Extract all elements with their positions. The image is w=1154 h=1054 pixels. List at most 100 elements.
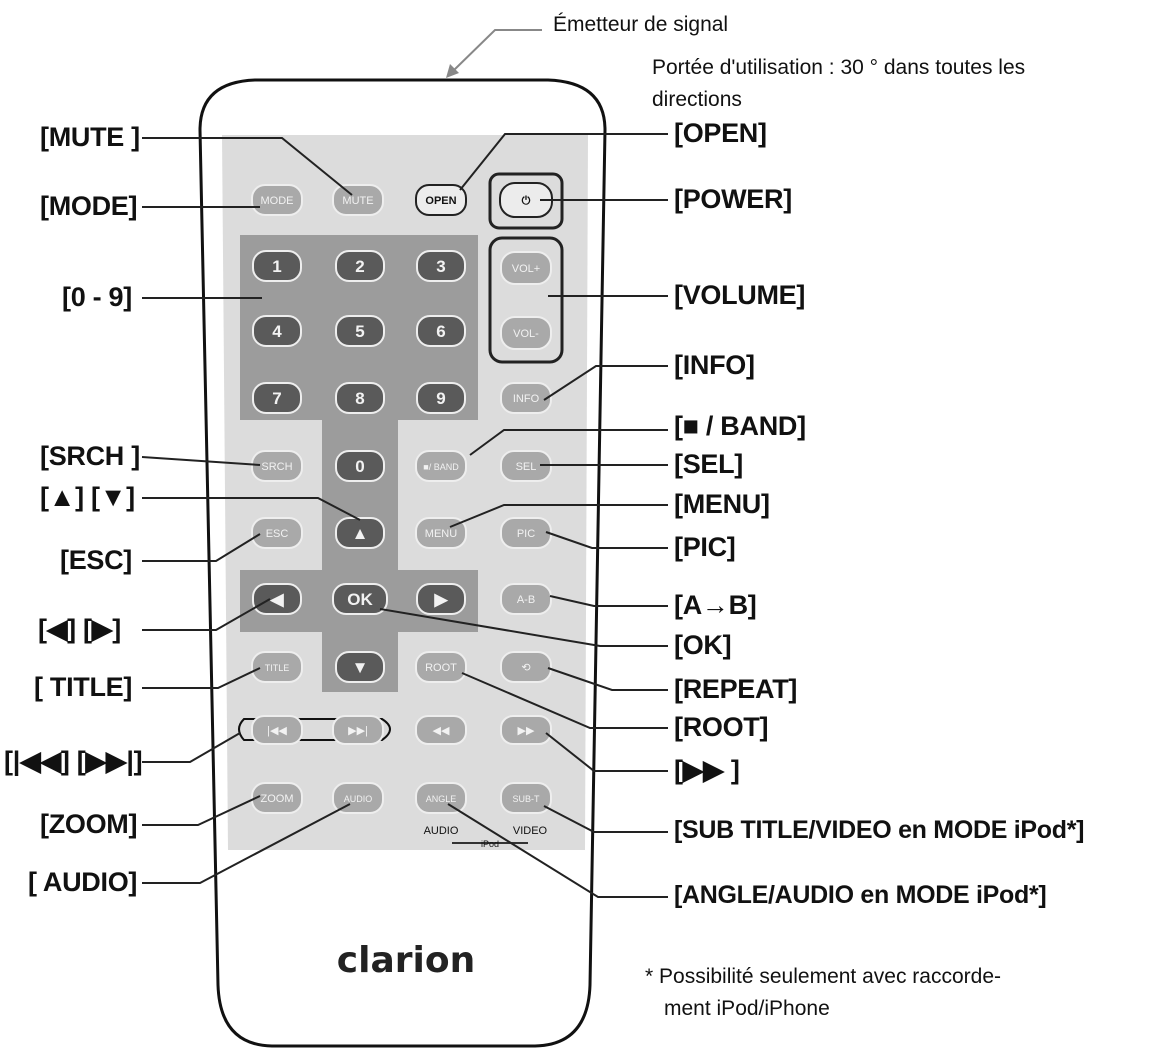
- button-zoom-label: ZOOM: [261, 793, 294, 805]
- label-angle-audio: [ANGLE/AUDIO en MODE iPod*]: [674, 881, 1047, 909]
- button-menu-label: MENU: [425, 528, 457, 540]
- button-zoom[interactable]: ZOOM: [251, 782, 303, 814]
- button-title-label: TITLE: [265, 663, 290, 673]
- button-up[interactable]: ▲: [335, 517, 385, 549]
- label-esc: [ESC]: [60, 545, 132, 575]
- button-srch-label: SRCH: [261, 461, 292, 473]
- button-d4-label: 4: [272, 322, 282, 341]
- range-note-line2: directions: [652, 88, 742, 111]
- label-ff: [▶▶ ]: [674, 755, 740, 785]
- button-d3-label: 3: [436, 257, 445, 276]
- label-up-down: [▲] [▼]: [40, 482, 135, 512]
- button-esc[interactable]: ESC: [251, 517, 303, 549]
- label-mute: [MUTE ]: [40, 122, 140, 152]
- button-down[interactable]: ▼: [335, 651, 385, 683]
- button-info[interactable]: INFO: [500, 382, 552, 414]
- button-band-label: ■/ BAND: [423, 462, 459, 472]
- button-mute-label: MUTE: [342, 195, 373, 207]
- button-angle[interactable]: ANGLE: [415, 782, 467, 814]
- button-repeat-label: ⟲: [521, 662, 530, 674]
- button-ff-label: ▶▶: [518, 725, 535, 737]
- button-next-label: ▶▶|: [348, 725, 368, 737]
- button-d5-label: 5: [355, 322, 364, 341]
- button-open-label: OPEN: [425, 195, 456, 207]
- button-mute[interactable]: MUTE: [332, 184, 384, 216]
- button-vol-up[interactable]: VOL+: [500, 251, 552, 285]
- button-prev-label: |◀◀: [267, 725, 287, 737]
- label-stop-band: [■ / BAND]: [674, 411, 806, 441]
- label-subtitle-video: [SUB TITLE/VIDEO en MODE iPod*]: [674, 816, 1085, 844]
- button-audio-label: AUDIO: [344, 794, 373, 804]
- label-mode: [MODE]: [40, 191, 138, 221]
- label-pic: [PIC]: [674, 532, 736, 562]
- leader-lines: [141, 133, 668, 898]
- button-subt[interactable]: SUB-T: [500, 782, 552, 814]
- emitter-note: Émetteur de signal: [553, 13, 729, 36]
- button-subt-label: SUB-T: [513, 794, 541, 804]
- button-mode[interactable]: MODE: [251, 184, 303, 216]
- label-ok: [OK]: [674, 630, 732, 660]
- button-next[interactable]: ▶▶|: [332, 715, 384, 745]
- button-d3[interactable]: 3: [416, 250, 466, 282]
- button-d4[interactable]: 4: [252, 315, 302, 347]
- button-up-label: ▲: [352, 524, 369, 543]
- button-d6-label: 6: [436, 322, 445, 341]
- button-pic[interactable]: PIC: [500, 517, 552, 549]
- button-band[interactable]: ■/ BAND: [415, 450, 467, 482]
- label-srch: [SRCH ]: [40, 441, 140, 471]
- button-root-label: ROOT: [425, 662, 457, 674]
- label-open: [OPEN]: [674, 118, 767, 148]
- button-d7-label: 7: [272, 389, 281, 408]
- button-d8[interactable]: 8: [335, 382, 385, 414]
- label-title: [ TITLE]: [34, 672, 133, 702]
- button-d6[interactable]: 6: [416, 315, 466, 347]
- label-digits: [0 - 9]: [62, 282, 132, 312]
- digit-pad-area: [240, 235, 478, 498]
- button-d2[interactable]: 2: [335, 250, 385, 282]
- button-vol-up-label: VOL+: [512, 263, 540, 275]
- button-d9[interactable]: 9: [416, 382, 466, 414]
- label-zoom: [ZOOM]: [40, 809, 138, 839]
- button-sel[interactable]: SEL: [500, 450, 552, 482]
- button-rew-label: ◀◀: [433, 725, 450, 737]
- button-srch[interactable]: SRCH: [251, 450, 303, 482]
- footnote-line2: ment iPod/iPhone: [664, 997, 830, 1020]
- button-ok[interactable]: OK: [332, 583, 388, 615]
- button-down-label: ▼: [352, 658, 369, 677]
- label-sel: [SEL]: [674, 449, 743, 479]
- button-ff[interactable]: ▶▶: [500, 715, 552, 745]
- button-ab[interactable]: A-B: [500, 583, 552, 615]
- button-d0[interactable]: 0: [335, 450, 385, 482]
- range-note-line1: Portée d'utilisation : 30 ° dans toutes …: [652, 56, 1026, 79]
- button-d1[interactable]: 1: [252, 250, 302, 282]
- footnote-line1: * Possibilité seulement avec raccorde-: [645, 965, 1001, 988]
- button-power-label: ⏻: [522, 194, 531, 207]
- button-mode-label: MODE: [261, 195, 294, 207]
- button-left-label: ◀: [269, 590, 284, 609]
- button-rew[interactable]: ◀◀: [415, 715, 467, 745]
- button-left[interactable]: ◀: [252, 583, 302, 615]
- button-right-label: ▶: [433, 590, 448, 609]
- button-vol-down-label: VOL-: [513, 328, 539, 340]
- ipod-audio-label: AUDIO: [424, 825, 459, 837]
- button-info-label: INFO: [513, 393, 540, 405]
- button-title[interactable]: TITLE: [251, 651, 303, 683]
- button-repeat[interactable]: ⟲: [500, 651, 552, 683]
- button-right[interactable]: ▶: [416, 583, 466, 615]
- volume-frame: [488, 236, 564, 364]
- skip-bracket: [238, 718, 391, 741]
- button-open[interactable]: OPEN: [415, 184, 467, 216]
- button-d7[interactable]: 7: [252, 382, 302, 414]
- label-ab: [A→B]: [674, 590, 757, 620]
- signal-emitter-arrow: [446, 29, 542, 78]
- button-root[interactable]: ROOT: [415, 651, 467, 683]
- button-vol-down[interactable]: VOL-: [500, 316, 552, 350]
- button-prev[interactable]: |◀◀: [251, 715, 303, 745]
- ipod-tag: iPod: [481, 839, 499, 849]
- label-prev-next: [|◀◀] [▶▶|]: [4, 746, 143, 776]
- button-d5[interactable]: 5: [335, 315, 385, 347]
- label-info: [INFO]: [674, 350, 755, 380]
- label-power: [POWER]: [674, 184, 792, 214]
